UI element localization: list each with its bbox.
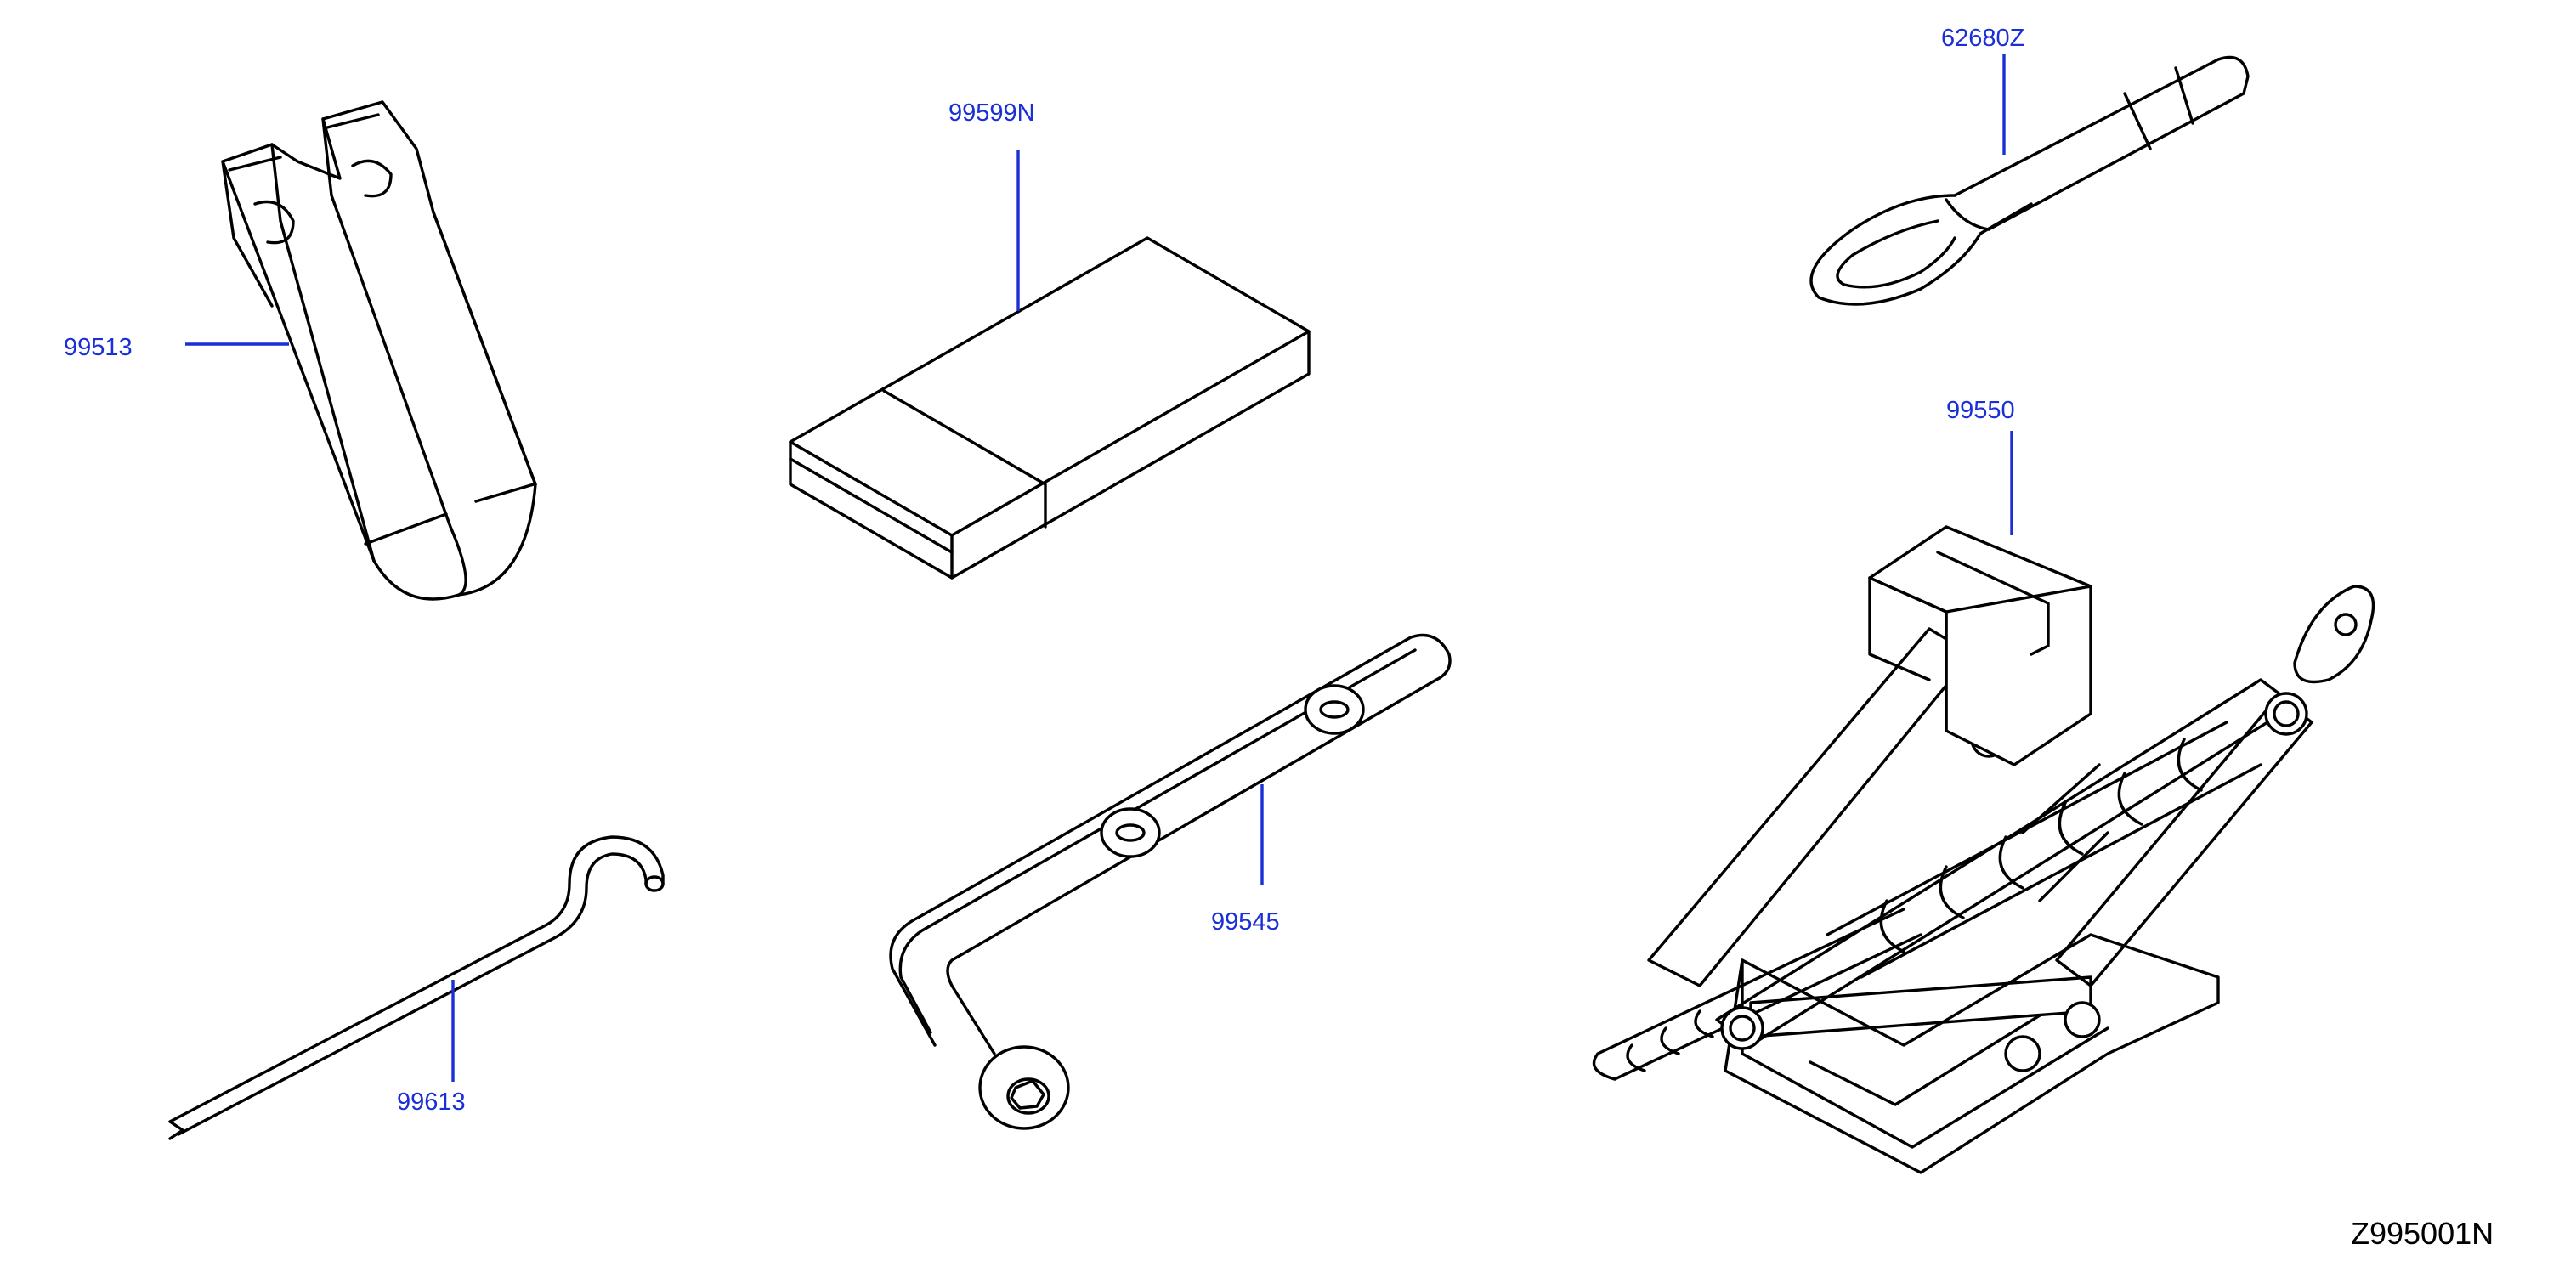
callout-99513[interactable]: 99513 <box>64 334 133 361</box>
callout-99613[interactable]: 99613 <box>397 1089 466 1116</box>
callout-99599N[interactable]: 99599N <box>948 99 1035 127</box>
hook-rod-icon[interactable] <box>168 835 665 1140</box>
callout-99545[interactable]: 99545 <box>1211 908 1280 936</box>
callout-62680Z[interactable]: 62680Z <box>1941 25 2024 52</box>
callout-99550[interactable]: 99550 <box>1946 397 2015 424</box>
diagram-reference-code: Z995001N <box>2351 1216 2494 1251</box>
tool-box-icon[interactable] <box>789 236 1311 580</box>
tool-bag-icon[interactable] <box>221 100 537 601</box>
wheel-wrench-icon[interactable] <box>889 633 1452 1130</box>
tow-hook-icon[interactable] <box>1809 55 2250 306</box>
scissor-jack-icon[interactable] <box>1592 525 2375 1174</box>
